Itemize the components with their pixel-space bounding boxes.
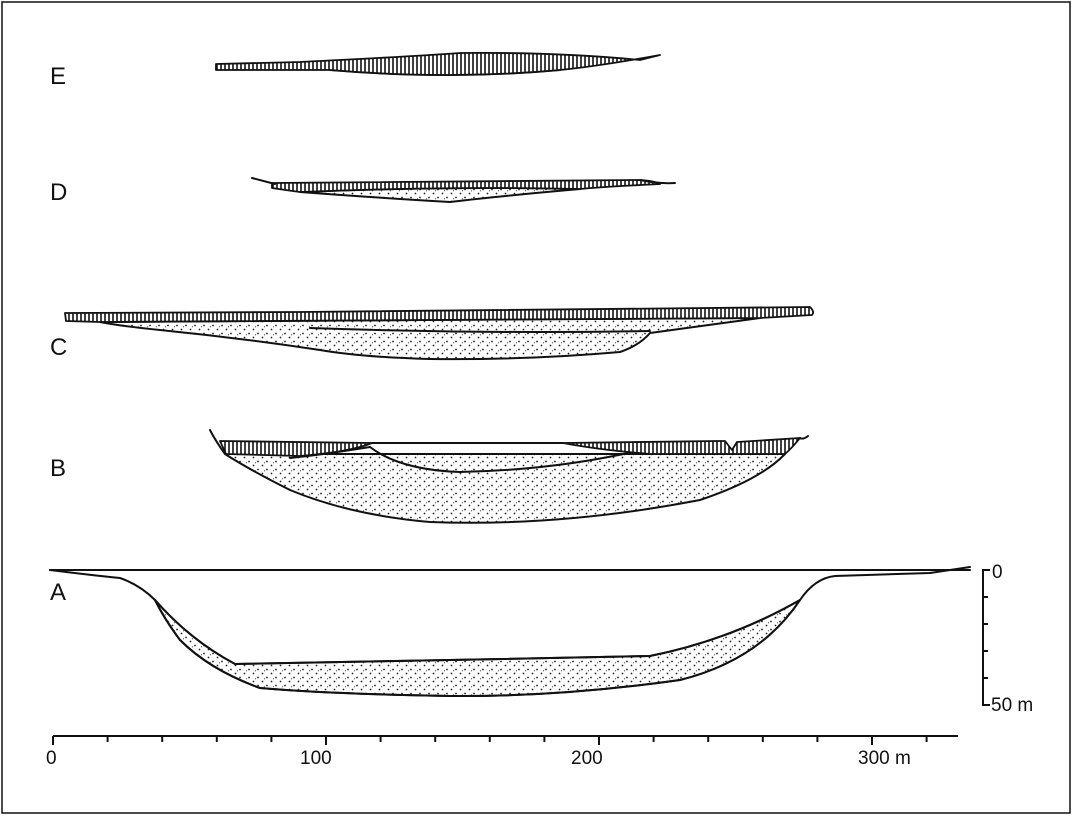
distance-tick-label-200: 200: [571, 748, 603, 769]
profile-b: B: [50, 429, 809, 524]
profile-c-stipple: [99, 317, 761, 361]
profile-d: D: [50, 177, 676, 206]
profile-b-stipple: [224, 453, 786, 524]
distance-tick-label-0: 0: [46, 748, 57, 769]
depth-scale: 0 50 m: [982, 562, 1033, 716]
profile-b-lens-center: [369, 446, 651, 473]
profile-b-hatch-right: [562, 437, 801, 455]
profile-a-valley-profile: [49, 566, 971, 698]
profile-label-e: E: [50, 63, 66, 90]
depth-scale-bottom-label: 50 m: [991, 695, 1033, 716]
profile-d-surface: [251, 177, 676, 185]
profile-c: C: [50, 306, 815, 361]
depth-scale-top-label: 0: [992, 562, 1003, 583]
profile-b-hatch-left: [219, 440, 373, 457]
distance-tick-label-100: 100: [300, 748, 332, 769]
profile-c-lens: [309, 327, 651, 333]
profile-label-a: A: [50, 579, 66, 606]
profile-a-upper-surface: [154, 599, 801, 665]
profile-a: A: [49, 566, 971, 698]
distance-axis: 0 100 200 300 m: [46, 735, 958, 769]
profile-label-b: B: [50, 455, 66, 482]
profile-a-stipple: [154, 599, 801, 698]
distance-axis-ticks: [52, 736, 928, 745]
profile-b-valley-wall: [209, 429, 809, 455]
profile-e: E: [50, 51, 661, 90]
depth-scale-line: [982, 569, 990, 706]
profile-e-hatch-layer: [215, 51, 661, 76]
profile-label-d: D: [50, 179, 67, 206]
distance-tick-label-300: 300 m: [858, 748, 911, 769]
profile-c-hatch-layer: [64, 306, 815, 323]
profile-label-c: C: [50, 334, 67, 361]
